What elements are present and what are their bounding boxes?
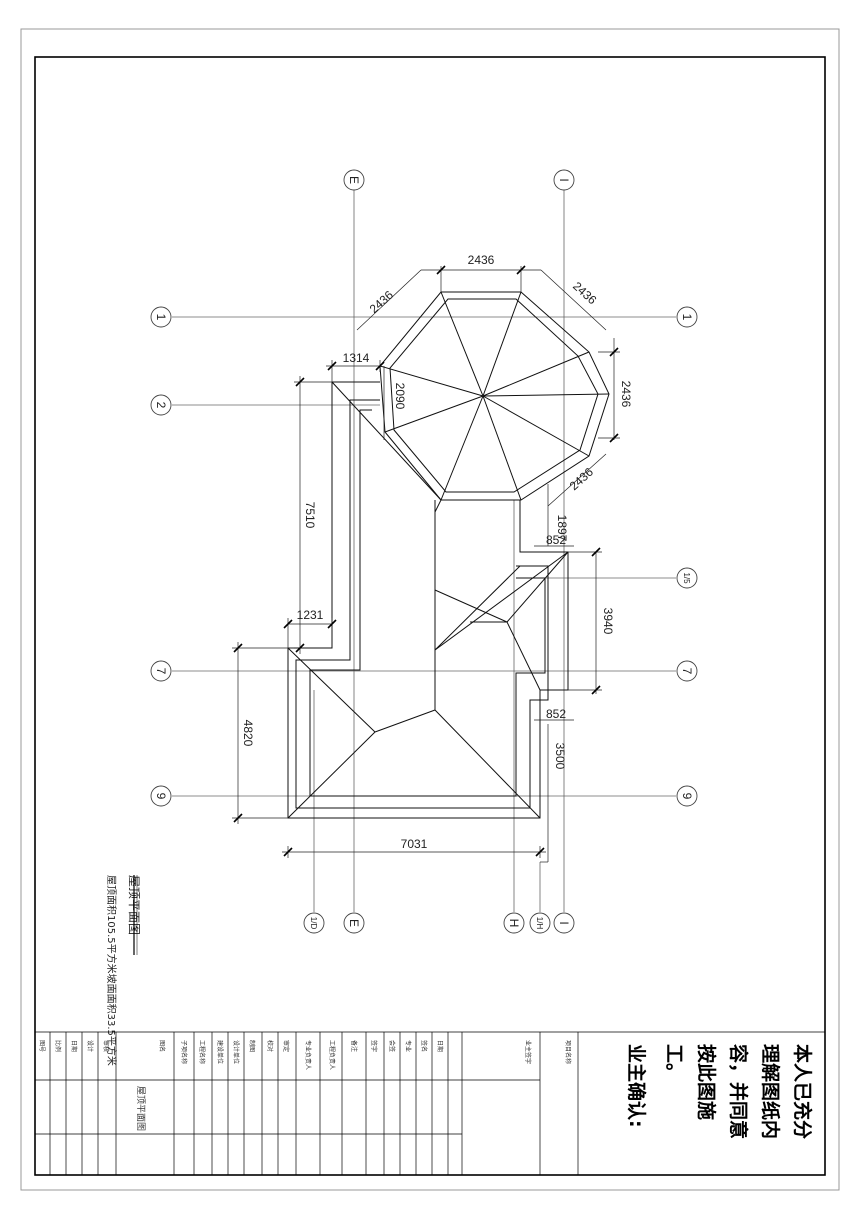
title-block-grid (35, 1031, 825, 1175)
grid-label-right-1: 1 (680, 314, 694, 321)
grid-label-right-7: 7 (680, 668, 694, 675)
grid-label-left-2: 2 (154, 402, 168, 409)
tb-col-d-3: 制图 (248, 1040, 256, 1052)
tb-col-b-0: 图名 (158, 1040, 166, 1052)
dim-right-3940: 3940 (601, 608, 615, 635)
tb-col-f-3: 签名 (420, 1040, 428, 1052)
owner-confirm-line-6: 业主确认: (625, 1044, 648, 1128)
dim-left-7510: 7510 (303, 502, 317, 529)
grid-label-right-9: 9 (680, 793, 694, 800)
tb-col-a-2: 日期 (70, 1040, 78, 1052)
dim-octagon-top: 2436 (468, 253, 495, 267)
grid-label-bottom-1d: 1/D (309, 917, 318, 930)
owner-confirm-line-3: 容，并同意 (727, 1044, 750, 1139)
tb-project-name-label: 项目名称 (564, 1040, 572, 1064)
owner-confirm-line-1: 本人已充分 (791, 1044, 814, 1139)
owner-confirm-line-2: 理解图纸内 (759, 1044, 782, 1139)
dim-right-3500: 3500 (553, 743, 567, 770)
tb-col-a-4: 审核 (102, 1040, 110, 1052)
dimension-ticks (233, 265, 619, 857)
grid-bubbles (150, 169, 698, 934)
grid-label-top-e: E (347, 176, 361, 184)
roof-outline (287, 291, 610, 819)
grid-label-left-9: 9 (154, 793, 168, 800)
tb-col-a-3: 设计 (86, 1040, 94, 1052)
tb-col-e-2: 备注 (350, 1040, 358, 1052)
grid-label-left-7: 7 (154, 668, 168, 675)
tb-col-f-4: 日期 (436, 1040, 444, 1052)
grid-lines (172, 190, 676, 912)
tb-col-d-5: 审定 (282, 1040, 290, 1052)
tb-sheet-name: 屋顶平面图 (135, 1086, 146, 1131)
tb-owner-signature-label: 业主签字 (524, 1040, 532, 1064)
owner-confirm-line-4: 按此图施 (695, 1044, 718, 1120)
dim-right-1897: 1897 (555, 515, 569, 542)
grid-label-bottom-h: H (507, 919, 521, 928)
tb-col-a-0: 图号 (38, 1040, 45, 1052)
tb-col-f-0: 签字 (370, 1040, 378, 1052)
tb-col-d-4: 校对 (266, 1040, 274, 1052)
owner-confirmation: 本人已充分 理解图纸内 容，并同意 按此图施 工。 业主确认: (625, 1044, 814, 1139)
grid-label-bottom-i: I (557, 921, 571, 924)
dim-bottom-7031: 7031 (401, 837, 428, 851)
grid-label-bottom-1h: 1/H (535, 917, 544, 930)
outer-sheet-border (20, 28, 840, 1191)
tb-col-d-0: 工程名称 (198, 1040, 206, 1064)
grid-label-left-1: 1 (154, 314, 168, 321)
area-note: 屋顶面积105.5平方米坡面面积33.5平方米 (105, 875, 118, 1066)
inner-drawing-frame (34, 56, 826, 1176)
dimension-lines (232, 266, 620, 863)
grid-label-top-i: I (557, 178, 571, 181)
grid-label-bottom-e: E (347, 919, 361, 927)
tb-col-f-1: 会签 (388, 1040, 396, 1052)
tb-col-a-1: 比例 (54, 1040, 62, 1052)
dim-eave-1314: 1314 (343, 351, 370, 365)
title-block-labels: 图号 比例 日期 设计 审核 图名 屋顶平面图 子项名称 工程名称 建设单位 设… (38, 1040, 572, 1131)
dim-octagon-upper-left: 2436 (367, 288, 396, 316)
tb-col-f-2: 专业 (404, 1040, 412, 1052)
dim-octagon-upper-right: 2436 (570, 279, 599, 307)
owner-confirm-line-5: 工。 (663, 1044, 685, 1082)
tb-col-e-0: 专业负责人 (304, 1040, 312, 1070)
grid-labels: E I 1 2 7 9 1 1/5 7 9 1/D E H 1/H I (154, 176, 694, 929)
dim-eave-2090: 2090 (393, 383, 407, 410)
tb-col-d-2: 设计单位 (232, 1040, 240, 1064)
tb-col-e-1: 工程负责人 (328, 1040, 336, 1070)
tb-col-c-0: 子项名称 (180, 1040, 188, 1064)
dim-right-852-upper: 852 (546, 533, 566, 547)
dim-octagon-lower-right: 2436 (567, 465, 596, 493)
dim-left-4820: 4820 (241, 720, 255, 747)
tb-col-d-1: 建设单位 (216, 1040, 224, 1064)
dim-right-852-lower: 852 (546, 707, 566, 721)
grid-label-right-1-5: 1/5 (682, 572, 691, 584)
dim-octagon-right: 2436 (619, 381, 633, 408)
dim-left-1231: 1231 (297, 608, 324, 622)
